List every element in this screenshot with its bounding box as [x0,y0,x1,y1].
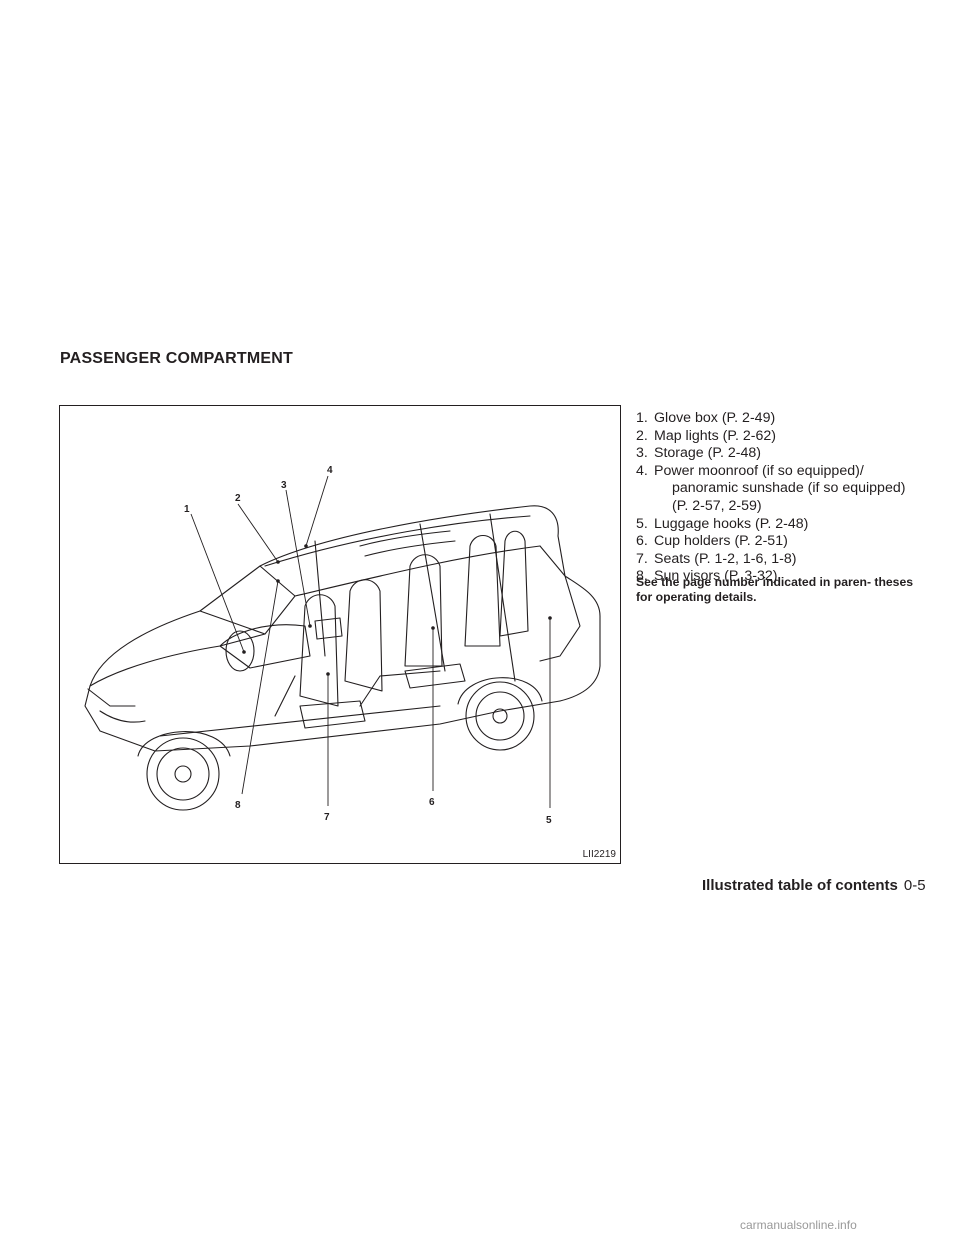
item-text: Power moonroof (if so equipped)/ [654,462,864,479]
callout-8: 8 [235,800,241,811]
note-text: See the page number indicated in paren- … [636,575,913,604]
list-item: 6. Cup holders (P. 2-51) [636,533,926,551]
list-item: 3. Storage (P. 2-48) [636,445,926,463]
list-item: 2. Map lights (P. 2-62) [636,428,926,446]
item-number: 1. [636,410,648,426]
item-text: Glove box (P. 2-49) [654,410,776,426]
item-text: Map lights (P. 2-62) [654,427,776,444]
passenger-compartment-figure: 1 2 3 4 5 6 7 8 LII2219 [59,405,621,864]
item-text: Storage (P. 2-48) [654,445,761,462]
item-number: 8. [636,568,648,585]
item-number: 6. [636,533,648,550]
item-number: 7. [636,550,648,567]
legend-list: 1. Glove box (P. 2-49) 2. Map lights (P.… [636,410,926,586]
callout-1: 1 [184,504,190,515]
callout-6: 6 [429,797,435,808]
item-text-continued: panoramic sunshade (if so equipped) [672,480,906,497]
callout-3: 3 [281,480,287,491]
footer-title: Illustrated table of contents [702,877,898,894]
page-number: 0-5 [903,877,926,894]
list-item: 4. Power moonroof (if so equipped)/ pano… [636,463,926,516]
item-text: Seats (P. 1-2, 1-6, 1-8) [654,550,797,567]
callout-7: 7 [324,812,330,823]
page-footer: Illustrated table of contents 0-5 [702,877,926,894]
callout-2: 2 [235,493,241,504]
section-title: PASSENGER COMPARTMENT [60,350,293,367]
item-number: 3. [636,445,648,462]
list-item: 1. Glove box (P. 2-49) [636,410,926,428]
item-text: Sun visors (P. 3-32) [654,568,778,585]
callout-4: 4 [327,465,333,476]
figure-code: LII2219 [582,849,616,860]
vehicle-interior-illustration: 1 2 3 4 5 6 7 8 [84,465,601,826]
list-item: 5. Luggage hooks (P. 2-48) [636,516,926,534]
callout-5: 5 [546,815,552,826]
item-number: 5. [636,515,648,532]
list-item: 8. Sun visors (P. 3-32) [636,568,926,586]
list-item: 7. Seats (P. 1-2, 1-6, 1-8) [636,551,926,569]
item-text: Luggage hooks (P. 2-48) [654,515,809,532]
item-number: 4. [636,462,648,479]
watermark: carmanualsonline.info [740,1218,857,1232]
item-number: 2. [636,427,648,444]
item-text: Cup holders (P. 2-51) [654,533,788,550]
item-text-continued: (P. 2-57, 2-59) [672,497,762,514]
